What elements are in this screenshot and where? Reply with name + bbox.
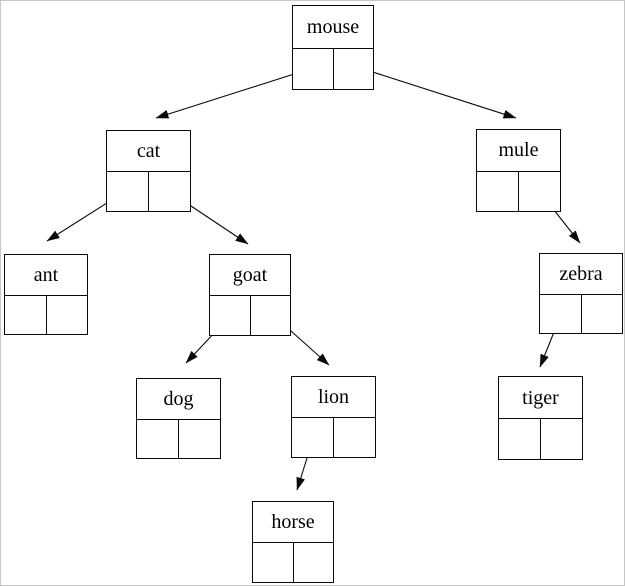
node-label-ant: ant [5, 255, 87, 296]
left-pointer-cell [499, 419, 541, 459]
left-pointer-cell [253, 543, 294, 582]
right-pointer-cell [582, 295, 623, 333]
left-pointer-cell [137, 419, 179, 458]
right-pointer-cell [334, 49, 374, 89]
node-pointer-cells [137, 419, 220, 458]
right-pointer-cell [519, 172, 560, 211]
node-pointer-cells [107, 172, 190, 211]
left-pointer-cell [477, 171, 519, 211]
right-pointer-cell [251, 296, 291, 335]
left-pointer-cell [107, 172, 149, 211]
tree-node-mouse: mouse [292, 5, 374, 90]
node-label-zebra: zebra [540, 254, 622, 295]
tree-node-ant: ant [4, 254, 88, 335]
node-label-dog: dog [137, 379, 220, 420]
node-pointer-cells [210, 296, 290, 335]
tree-node-cat: cat [106, 130, 191, 212]
tree-node-zebra: zebra [539, 253, 623, 334]
node-label-lion: lion [292, 377, 375, 419]
node-pointer-cells [540, 294, 623, 333]
left-pointer-cell [292, 418, 334, 457]
node-pointer-cells [253, 543, 333, 582]
node-pointer-cells [499, 419, 582, 459]
right-pointer-cell [149, 172, 190, 211]
right-pointer-cell [179, 420, 220, 458]
node-label-cat: cat [107, 131, 190, 173]
tree-node-tiger: tiger [498, 376, 583, 460]
edge-mouse-right-to-mule [353, 65, 517, 119]
right-pointer-cell [334, 418, 375, 457]
left-pointer-cell [293, 48, 334, 89]
edge-mouse-left-to-cat [155, 67, 314, 119]
node-label-mule: mule [477, 130, 560, 172]
tree-node-mule: mule [476, 129, 561, 212]
left-pointer-cell [5, 295, 47, 334]
node-pointer-cells [293, 48, 374, 89]
left-pointer-cell [210, 296, 251, 335]
node-pointer-cells [477, 171, 560, 211]
right-pointer-cell [541, 419, 582, 459]
left-pointer-cell [540, 294, 582, 333]
right-pointer-cell [294, 543, 334, 582]
tree-node-horse: horse [252, 501, 334, 583]
tree-node-dog: dog [136, 378, 221, 459]
node-pointer-cells [5, 295, 88, 334]
node-label-horse: horse [253, 502, 333, 544]
right-pointer-cell [47, 296, 88, 334]
tree-node-lion: lion [291, 376, 376, 458]
node-pointer-cells [292, 418, 375, 457]
tree-node-goat: goat [209, 254, 291, 336]
node-label-mouse: mouse [293, 6, 373, 49]
node-label-tiger: tiger [499, 377, 582, 420]
node-label-goat: goat [210, 255, 290, 297]
